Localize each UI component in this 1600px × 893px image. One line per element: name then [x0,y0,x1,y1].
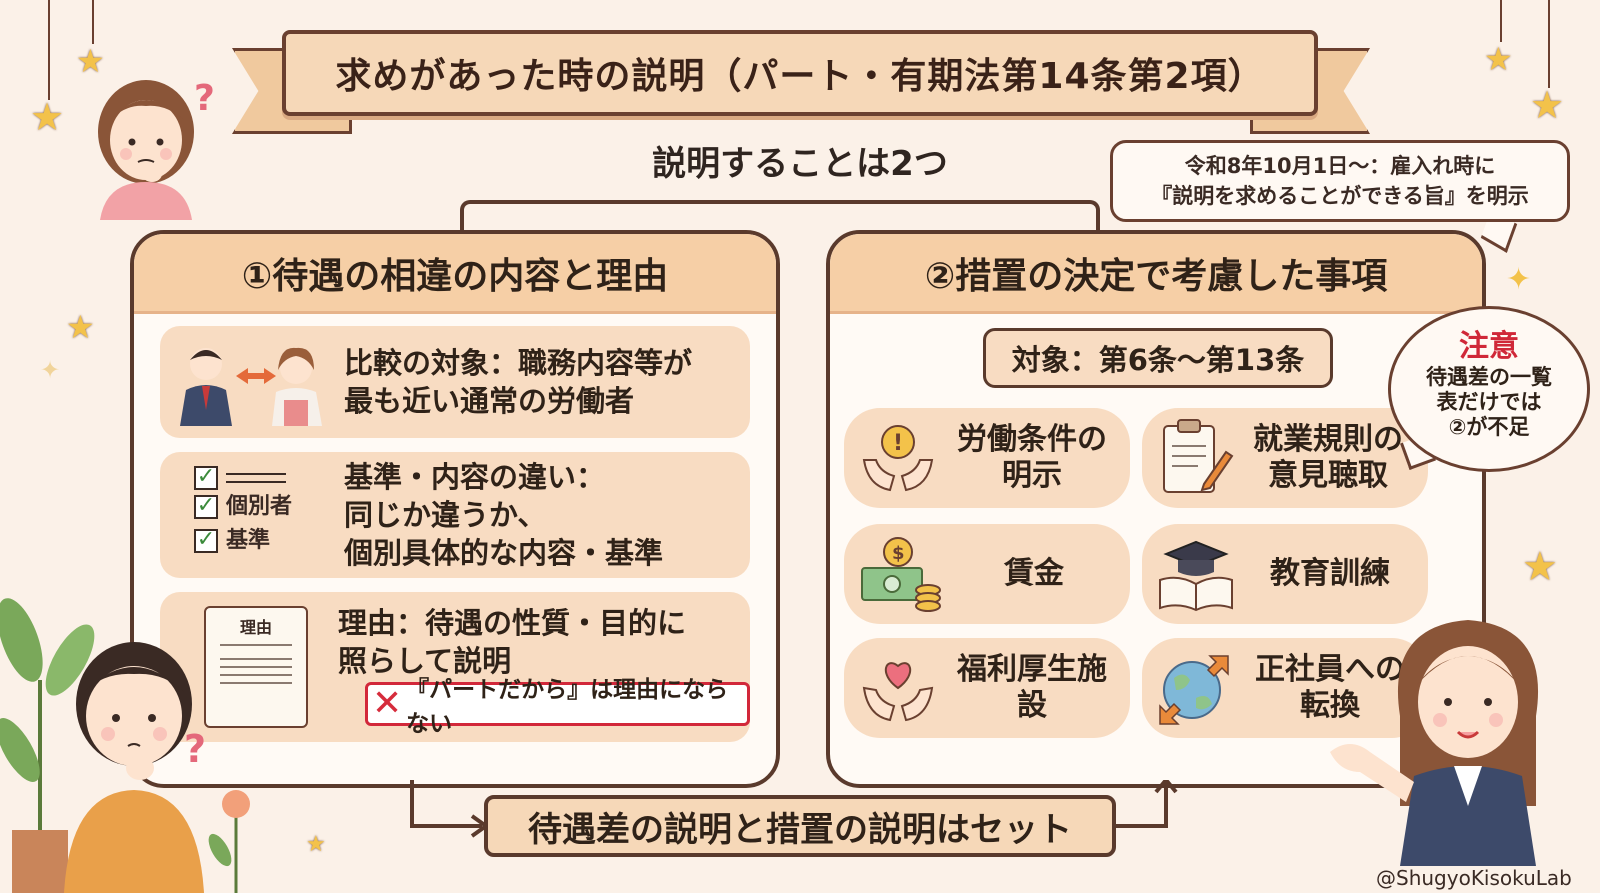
money-coins-icon: $ [861,537,941,612]
watermark: @ShugyoKisokuLab [1376,866,1572,890]
hands-exclamation-icon: ! [862,425,934,492]
plant-illustration [0,598,95,893]
caution-bubble: 注意 待遇差の一覧 表だけでは ②が不足 [1388,306,1590,472]
checklist-item: 個別者 [226,494,293,519]
panel-measures: ②措置の決定で考慮した事項 対象：第6条～第13条 ! 労働条件の 明示 就業規… [826,230,1486,788]
standard-text: 基準・内容の違い： 同じか違うか、 個別具体的な内容・基準 [344,458,663,572]
subtitle: 説明することは2つ [652,144,948,184]
flower-illustration [208,790,250,893]
standard-line-1: 基準・内容の違い： [344,460,606,494]
standard-line-2: 同じか違うか、 [344,498,547,532]
bracket-connector [460,200,1100,240]
checklist: ✓ ✓ 個別者 ✓ 基準 [194,466,292,558]
panel-header-left: ①待遇の相違の内容と理由 [134,234,776,314]
hanging-string [1548,0,1550,88]
item-conversion: 正社員への 転換 [1142,638,1428,738]
scroll-label: 理由 [239,618,272,637]
checkbox-checked-icon: ✓ [194,466,218,490]
svg-text:!: ! [893,431,903,456]
star-icon: ★ [1522,544,1558,590]
item-label: 正社員への 転換 [1255,652,1405,723]
confused-woman-illustration: ? [98,78,215,220]
panel-treatment-difference: ①待遇の相違の内容と理由 比較の対象：職務内容等が 最も近い通常の労働者 ✓ ✓… [130,230,780,788]
scroll-document-icon: 理由 [204,606,308,728]
notice-line-1: 令和8年10月1日～：雇入れ時に [1184,154,1496,178]
notice-line-2: 『説明を求めることができる旨』を明示 [1151,184,1529,208]
reason-line-1: 理由：待遇の性質・目的に [338,606,687,640]
x-mark-icon: ✕ [372,683,403,724]
caution-line-3: ②が不足 [1448,415,1530,439]
item-label: 教育訓練 [1270,556,1390,591]
hanging-string [48,0,50,100]
item-wages: $ 賃金 [844,524,1130,624]
star-icon: ★ [1484,40,1513,78]
reason-row: 理由 理由：待遇の性質・目的に 照らして説明 ✕ 『パートだから』は理由にならな… [160,592,750,742]
item-label: 賃金 [1004,556,1064,591]
star-icon: ★ [1530,83,1565,127]
hands-heart-icon [862,662,934,722]
caution-title: 注意 [1459,329,1519,364]
hanging-string [1500,0,1502,42]
notice-callout: 令和8年10月1日～：雇入れ時に 『説明を求めることができる旨』を明示 [1110,140,1570,222]
checklist-item: 基準 [226,528,271,553]
comparison-row: 比較の対象：職務内容等が 最も近い通常の労働者 [160,326,750,438]
target-articles: 対象：第6条～第13条 [983,328,1333,388]
bottom-summary: 待遇差の説明と措置の説明はセット [484,795,1116,857]
comparison-line-1: 比較の対象：職務内容等が [344,346,693,380]
presenter-woman-illustration [1330,620,1539,866]
comparison-text: 比較の対象：職務内容等が 最も近い通常の労働者 [344,344,692,420]
svg-text:$: $ [892,543,905,564]
star-icon: ★ [30,95,65,139]
item-label: 労働条件の 明示 [957,422,1107,493]
sparkle-icon: ✦ [1506,262,1532,297]
globe-arrows-icon [1159,655,1229,725]
svg-text:?: ? [194,78,215,119]
item-label: 就業規則の 意見聴取 [1253,422,1403,493]
item-work-rules: 就業規則の 意見聴取 [1142,408,1428,508]
checkbox-checked-icon: ✓ [194,495,218,519]
sparkle-icon: ✦ [40,356,61,384]
star-icon: ★ [306,832,326,857]
standard-row: ✓ ✓ 個別者 ✓ 基準 基準・内容の違い： 同じか違うか、 個別具体的な内容・… [160,452,750,578]
comparison-line-2: 最も近い通常の労働者 [344,384,635,418]
item-working-conditions: ! 労働条件の 明示 [844,408,1130,508]
warning-box: ✕ 『パートだから』は理由にならない [365,677,750,737]
star-icon: ★ [66,308,95,346]
reason-text: 理由：待遇の性質・目的に 照らして説明 [338,604,686,680]
panel-header-right: ②措置の決定で考慮した事項 [830,234,1482,314]
line-placeholder [226,473,286,483]
item-welfare: 福利厚生施 設 [844,638,1130,738]
clipboard-pen-icon [1163,419,1234,493]
checkbox-checked-icon: ✓ [194,529,218,553]
standard-line-3: 個別具体的な内容・基準 [344,536,664,570]
caution-line-2: 表だけでは [1436,390,1542,414]
bottom-connector-arrows [410,780,1178,838]
svg-text:?: ? [184,727,206,771]
hanging-string [92,0,94,44]
item-label: 福利厚生施 設 [957,652,1107,723]
caution-line-1: 待遇差の一覧 [1426,365,1552,389]
warning-text: 『パートだから』は理由にならない [406,677,729,737]
two-workers-icon [180,347,322,426]
reason-line-2: 照らして説明 [338,644,512,678]
confused-boy-illustration: ? [64,642,206,893]
book-graduation-cap-icon [1159,540,1233,612]
page-title: 求めがあった時の説明（パート・有期法第14条第2項） [282,30,1318,116]
item-training: 教育訓練 [1142,524,1428,624]
star-icon: ★ [76,42,105,80]
